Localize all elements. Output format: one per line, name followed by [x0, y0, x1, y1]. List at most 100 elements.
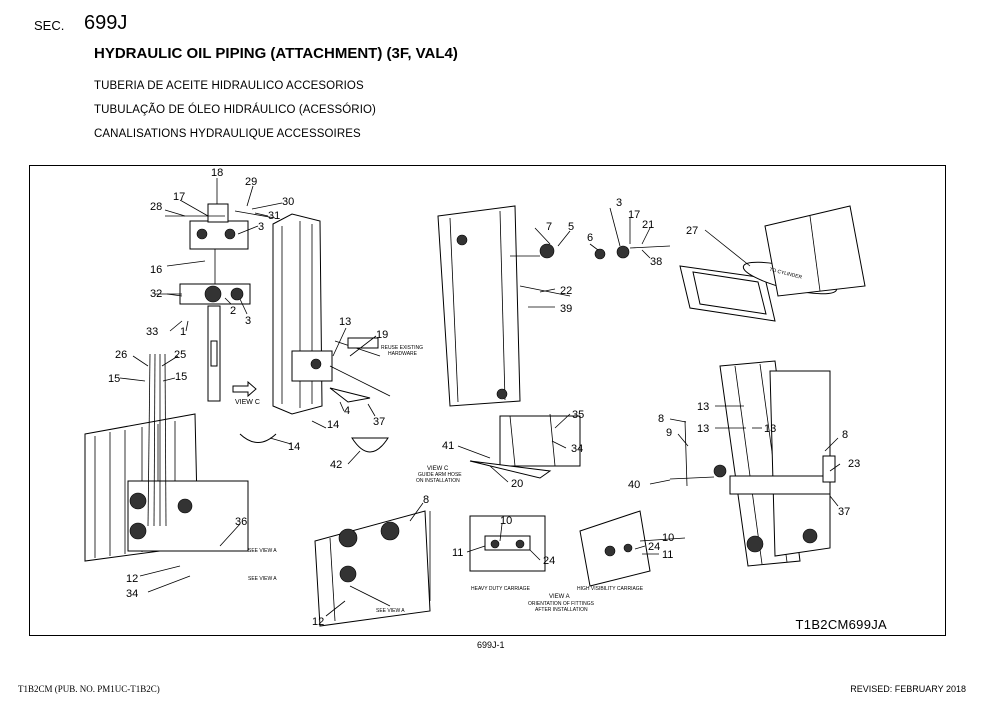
callout-25: 25 [174, 349, 186, 361]
callout-9: 9 [666, 427, 672, 439]
callout-14a: 14 [288, 441, 300, 453]
shield-plate-group [679, 205, 866, 322]
callout-13b: 13 [697, 401, 709, 413]
mast-right-group [669, 360, 836, 567]
carriage-left-group [84, 353, 249, 562]
see-view-a-2: SEE VIEW A [248, 576, 277, 582]
callout-19: 19 [376, 329, 388, 341]
callout-6: 6 [587, 232, 593, 244]
subtitle-french: CANALISATIONS HYDRAULIQUE ACCESSOIRES [94, 128, 361, 140]
callout-30: 30 [282, 196, 294, 208]
callout-5: 5 [568, 221, 574, 233]
page-number: 699J-1 [477, 640, 505, 650]
callout-4: 4 [344, 405, 350, 417]
callout-14b: 14 [327, 419, 339, 431]
high-visibility-carriage [579, 510, 651, 587]
page-title: HYDRAULIC OIL PIPING (ATTACHMENT) (3F, V… [94, 45, 458, 62]
mast-left-group [272, 213, 391, 415]
callout-numbers: 18 29 30 17 28 31 3 16 32 2 3 33 1 13 19… [108, 167, 860, 628]
hose-clamp-a [239, 433, 277, 443]
exploded-parts-diagram: 18 29 30 17 28 31 3 16 32 2 3 33 1 13 19… [29, 165, 946, 636]
callout-16: 16 [150, 264, 162, 276]
callout-27: 27 [686, 225, 698, 237]
view-c-note-1: GUIDE ARM HOSE [418, 472, 462, 478]
callout-28: 28 [150, 201, 162, 213]
view-c-arrow-label: VIEW C [235, 399, 260, 406]
leader-lines [119, 178, 841, 617]
callout-34a: 34 [126, 588, 138, 600]
view-c-note-2: ON INSTALLATION [416, 478, 460, 484]
callout-8c: 8 [423, 494, 429, 506]
callout-29: 29 [245, 176, 257, 188]
callout-3c: 3 [616, 197, 622, 209]
callout-34b: 34 [571, 443, 583, 455]
callout-7: 7 [546, 221, 552, 233]
callout-11a: 11 [452, 547, 463, 559]
heavy-duty-label: HEAVY DUTY CARRIAGE [471, 586, 531, 592]
valve-bracket-group [155, 203, 276, 402]
callout-3b: 3 [245, 315, 251, 327]
callout-3a: 3 [258, 221, 264, 233]
callout-24a: 24 [543, 555, 555, 567]
diagram-drawing: 18 29 30 17 28 31 3 16 32 2 3 33 1 13 19… [84, 167, 866, 628]
orientation-note-1: ORIENTATION OF FITTINGS [528, 601, 595, 607]
mast-center-group [437, 205, 671, 407]
callout-33: 33 [146, 326, 158, 338]
callout-2: 2 [230, 305, 236, 317]
revision-date: REVISED: FEBRUARY 2018 [850, 684, 966, 694]
callout-11b: 11 [662, 549, 673, 561]
high-visibility-label: HIGH VISIBILITY CARRIAGE [577, 586, 644, 592]
callout-12b: 12 [312, 616, 324, 628]
callout-13a: 13 [339, 316, 351, 328]
callout-13d: 13 [764, 423, 776, 435]
callout-36: 36 [235, 516, 247, 528]
callout-24b: 24 [648, 541, 660, 553]
callout-13c: 13 [697, 423, 709, 435]
callout-32: 32 [150, 288, 162, 300]
callout-1: 1 [180, 326, 186, 338]
callout-15b: 15 [175, 371, 187, 383]
callout-22: 22 [560, 285, 572, 297]
callout-17: 17 [173, 191, 185, 203]
section-label: SEC. [34, 18, 65, 33]
callout-37b: 37 [838, 506, 850, 518]
callout-31: 31 [268, 210, 280, 222]
subtitle-portuguese: TUBULAÇÃO DE ÓLEO HIDRÁULICO (ACESSÓRIO) [94, 104, 376, 116]
publication-number: T1B2CM (PUB. NO. PM1UC-T1B2C) [18, 684, 160, 694]
view-a-label: VIEW A [549, 594, 570, 600]
callout-10b: 10 [662, 532, 674, 544]
callout-17b: 17 [628, 209, 640, 221]
callout-38: 38 [650, 256, 662, 268]
hose-clamp-b [351, 437, 389, 453]
mount-block [207, 203, 229, 223]
callout-8b: 8 [842, 429, 848, 441]
figure-code: T1B2CM699JA [795, 617, 887, 632]
callout-42: 42 [330, 459, 342, 471]
carriage-roller-group [314, 510, 431, 627]
callout-8a: 8 [658, 413, 664, 425]
see-view-a-1: SEE VIEW A [248, 548, 277, 554]
diagram-annotations: VIEW C REUSE EXISTING HARDWARE VIEW C GU… [235, 267, 803, 614]
callout-20: 20 [511, 478, 523, 490]
callout-15a: 15 [108, 373, 120, 385]
callout-37a: 37 [373, 416, 385, 428]
callout-26: 26 [115, 349, 127, 361]
callout-18: 18 [211, 167, 223, 179]
callout-10a: 10 [500, 515, 512, 527]
view-c-label: VIEW C [427, 466, 449, 472]
subtitle-spanish: TUBERIA DE ACEITE HIDRAULICO ACCESORIOS [94, 80, 364, 92]
heavy-duty-carriage [469, 515, 546, 572]
callout-12a: 12 [126, 573, 138, 585]
section-number: 699J [84, 12, 128, 34]
see-view-a-3: SEE VIEW A [376, 608, 405, 614]
reuse-note-1: REUSE EXISTING [381, 345, 423, 351]
view-c-arrow [232, 380, 257, 398]
callout-40: 40 [628, 479, 640, 491]
callout-39: 39 [560, 303, 572, 315]
callout-41: 41 [442, 440, 454, 452]
orientation-note-2: AFTER INSTALLATION [535, 607, 588, 613]
callout-23: 23 [848, 458, 860, 470]
callout-21: 21 [642, 219, 654, 231]
reuse-note-2: HARDWARE [388, 351, 418, 357]
hose-guide-detail [469, 413, 581, 479]
